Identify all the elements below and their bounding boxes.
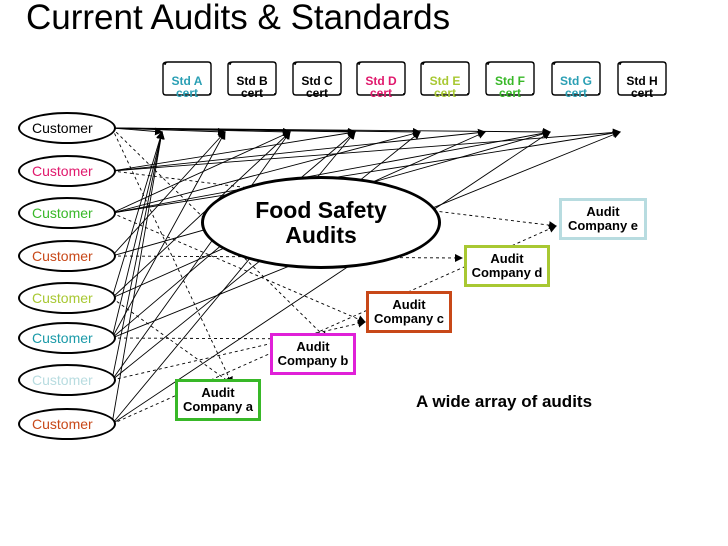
- food-safety-audits-hub: Food Safety Audits: [201, 176, 441, 269]
- customer-to-standard-arrow: [111, 131, 165, 425]
- scroll-icon: [162, 61, 212, 96]
- standard-name: Std H: [626, 74, 658, 88]
- customer-to-standard-arrow: [111, 128, 621, 172]
- customer-8: Customer: [18, 408, 116, 440]
- standard-cert: cert: [564, 86, 587, 100]
- customer-to-standard-arrow: [111, 131, 291, 299]
- customer-to-standard-arrow: [111, 129, 356, 172]
- customer-to-audit-arrow: [111, 297, 233, 385]
- customer-to-standard-arrow: [111, 128, 486, 172]
- audit-company: Company c: [373, 311, 445, 326]
- audit-label: Audit: [586, 204, 620, 219]
- audit-company: Company e: [567, 218, 639, 233]
- standard-cert: cert: [240, 86, 263, 100]
- audit-label: Audit: [392, 297, 426, 312]
- customer-label: Customer: [32, 248, 93, 264]
- customer-to-standard-arrow: [111, 131, 226, 339]
- standard-cert: cert: [630, 86, 653, 100]
- customer-label: Customer: [32, 290, 93, 306]
- hub-title-line2: Audits: [285, 222, 357, 248]
- audit-company: Company b: [277, 353, 349, 368]
- customer-to-standard-arrow: [111, 131, 551, 425]
- customer-to-audit-arrow: [111, 127, 233, 385]
- customer-1: Customer: [18, 112, 116, 144]
- customer-label: Customer: [32, 330, 93, 346]
- scroll-icon: [292, 61, 342, 96]
- customer-label: Customer: [32, 120, 93, 136]
- hub-title-line1: Food Safety: [255, 197, 387, 223]
- audit-label: Audit: [296, 339, 330, 354]
- standard-name: Std E: [429, 74, 461, 88]
- standard-cert: cert: [498, 86, 521, 100]
- customer-7: Customer: [18, 364, 116, 396]
- standard-cert: cert: [369, 86, 392, 100]
- customer-3: Customer: [18, 197, 116, 229]
- caption: A wide array of audits: [416, 392, 593, 411]
- standard-name: Std B: [236, 74, 268, 88]
- customer-to-standard-arrow: [111, 129, 621, 214]
- audit-company: Company d: [471, 265, 543, 280]
- scroll-icon: [485, 61, 535, 96]
- scroll-icon: [356, 61, 406, 96]
- customer-to-standard-arrow: [111, 131, 291, 381]
- customer-to-audit-arrow: [111, 212, 366, 323]
- page-title: Current Audits & Standards: [26, 0, 451, 37]
- standard-name: Std D: [365, 74, 397, 88]
- audit-label: Audit: [490, 251, 524, 266]
- customer-to-standard-arrow: [111, 131, 165, 339]
- standard-name: Std A: [171, 74, 203, 88]
- standard-name: Std C: [301, 74, 333, 88]
- standard-cert: cert: [305, 86, 328, 100]
- standard-name: Std F: [495, 74, 525, 88]
- customer-to-audit-arrow: [111, 319, 366, 381]
- customer-to-standard-arrow: [111, 131, 164, 299]
- audit-company: Company a: [182, 399, 254, 414]
- standard-name: Std G: [560, 74, 592, 88]
- audit-label: Audit: [201, 385, 235, 400]
- customer-label: Customer: [32, 416, 93, 432]
- customer-5: Customer: [18, 282, 116, 314]
- customer-label: Customer: [32, 205, 93, 221]
- customer-2: Customer: [18, 155, 116, 187]
- scroll-icon: [551, 61, 601, 96]
- scroll-icon: [227, 61, 277, 96]
- scroll-icon: [617, 61, 667, 96]
- customer-6: Customer: [18, 322, 116, 354]
- customer-4: Customer: [18, 240, 116, 272]
- customer-label: Customer: [32, 372, 93, 388]
- standard-cert: cert: [175, 86, 198, 100]
- standard-cert: cert: [433, 86, 456, 100]
- scroll-icon: [420, 61, 470, 96]
- customer-label: Customer: [32, 163, 93, 179]
